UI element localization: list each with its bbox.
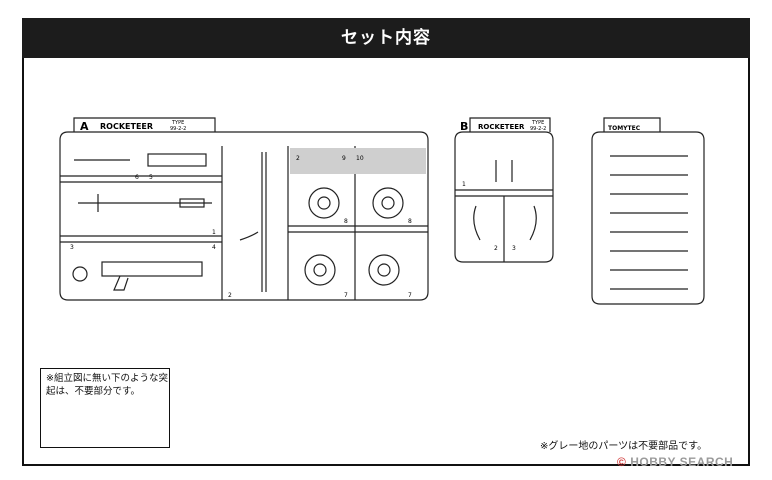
sprue-c-label: TOMYTEC bbox=[608, 125, 641, 132]
sprue-a-part-number: 4 bbox=[212, 244, 216, 251]
sprue-a-frame bbox=[59, 131, 429, 301]
note-text: ※組立図に無い下のような突起は、不要部分です。 bbox=[46, 373, 168, 397]
sprue-a-tab bbox=[73, 117, 216, 132]
header-bar: セット内容 bbox=[22, 18, 750, 58]
sprue-a-part-number: 7 bbox=[408, 292, 412, 299]
sprue-a-part-number: 3 bbox=[70, 244, 74, 251]
sprue-a-part-number: 1 bbox=[212, 229, 216, 236]
sprue-a-part-number: 2 bbox=[228, 292, 232, 299]
sprue-b-part-number: 2 bbox=[494, 245, 498, 252]
copyright-icon: © bbox=[617, 455, 627, 469]
sprue-a-part-number: 8 bbox=[344, 218, 348, 225]
sprue-b-part-number: 3 bbox=[512, 245, 516, 252]
sprue-b-logo: ROCKETEER bbox=[478, 123, 525, 131]
sprue-c-frame bbox=[591, 131, 705, 305]
footer-note: ※グレー地のパーツは不要部品です。 bbox=[540, 441, 708, 452]
sprue-b-part-number: 1 bbox=[462, 181, 466, 188]
sprue-a-part-number: 9 bbox=[342, 155, 346, 162]
sprue-a-logo: ROCKETEER bbox=[100, 122, 153, 131]
sprue-a-part-number: 6 bbox=[135, 174, 139, 181]
sprue-a-part-number: 5 bbox=[149, 174, 153, 181]
sprue-a-letter: A bbox=[80, 120, 89, 133]
sprue-a-type-code: 99-2-2 bbox=[170, 126, 186, 132]
note-box: ※組立図に無い下のような突起は、不要部分です。 bbox=[40, 368, 170, 448]
sprue-a-part-number: 2 bbox=[296, 155, 300, 162]
sprue-b-type-code: 99-2-2 bbox=[530, 126, 546, 132]
sprue-a-type-label: TYPE bbox=[171, 120, 184, 126]
sprue-a-part-number: 10 bbox=[356, 155, 364, 162]
page-title: セット内容 bbox=[341, 28, 431, 48]
sprue-a-part-number: 7 bbox=[344, 292, 348, 299]
sprue-b-frame bbox=[454, 131, 554, 263]
sprue-b-tab bbox=[469, 117, 551, 132]
sprue-b-type-label: TYPE bbox=[531, 120, 544, 126]
watermark: © HOBBY SEARCH bbox=[617, 455, 733, 469]
sprue-c-tab bbox=[603, 117, 661, 132]
watermark-brand: HOBBY SEARCH bbox=[630, 455, 734, 469]
sprue-a-part-number: 8 bbox=[408, 218, 412, 225]
sprue-b-letter: B bbox=[460, 120, 468, 133]
unused-parts-zone bbox=[290, 148, 426, 174]
